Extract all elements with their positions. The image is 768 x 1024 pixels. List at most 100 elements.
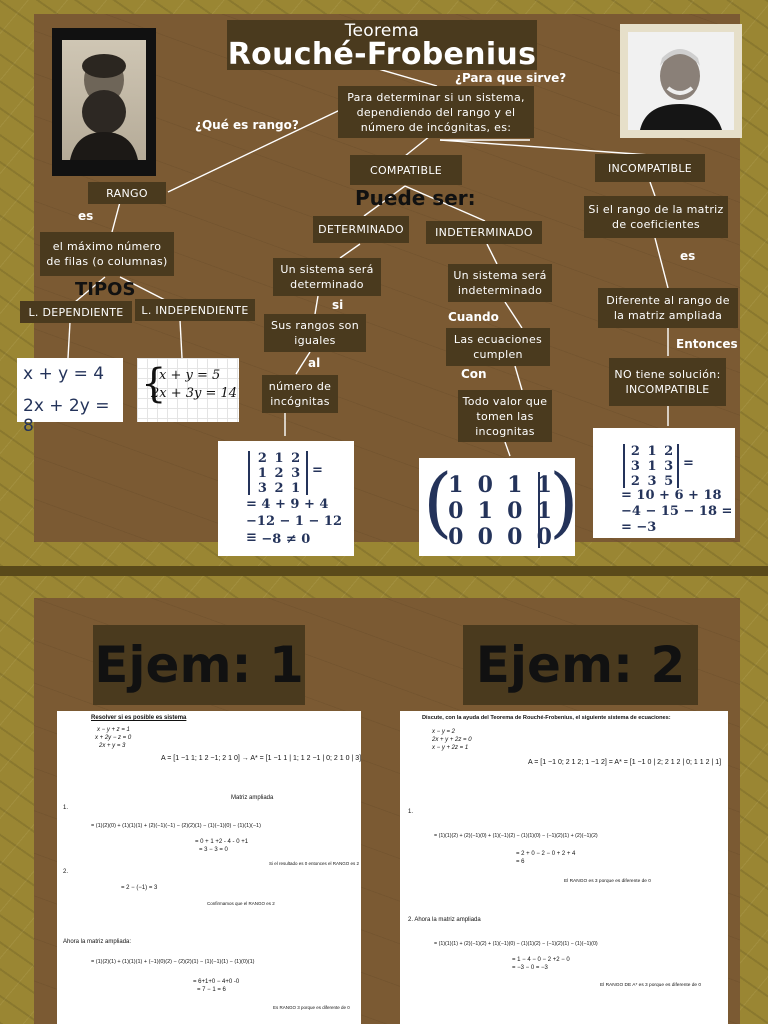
- ejem2-label: Ejem: 2: [463, 625, 698, 705]
- indet-paren-right: ): [549, 457, 579, 546]
- det-bar-right: [306, 451, 308, 495]
- inc-matrix-cell: 1: [647, 444, 657, 459]
- indet-matrix-cell: 0: [477, 524, 493, 550]
- puede-ser-label: Puede ser:: [355, 186, 476, 210]
- indet-desc-box: Un sistema será indeterminado: [448, 264, 552, 302]
- title-box: Teorema Rouché-Frobenius: [227, 20, 537, 70]
- inc-eq-sign: =: [683, 456, 694, 471]
- ejem2-calc-2: = (1)(1)(1) + (2)(−1)(2) + (1)(−1)(0) − …: [434, 941, 598, 947]
- page-separator: [0, 566, 768, 576]
- ejem2-calc-1b: = 2 + 0 − 2 − 0 + 2 + 4: [516, 851, 576, 857]
- title-big: Rouché-Frobenius: [227, 37, 537, 72]
- purpose-box: Para determinar si un sistema, dependien…: [338, 86, 534, 138]
- det-rangos-box: Sus rangos son iguales: [264, 314, 366, 352]
- tipos-label: TIPOS: [75, 279, 136, 300]
- incompatible-desc-box: Si el rango de la matriz de coeficientes: [584, 196, 728, 238]
- ejem1-ampliada: Matriz ampliada: [231, 795, 274, 801]
- inc-calc-2: −4 − 15 − 18 =: [621, 504, 733, 519]
- inc-calc-1: = 10 + 6 + 18: [621, 488, 722, 503]
- ejem1-step-2: 2.: [63, 869, 69, 875]
- connector-lines: [67, 67, 669, 457]
- ejem2-note-1: El RANGO es 3 porque es diferente de 0: [564, 879, 651, 884]
- ejem1-calc-2: = 2 − (−1) = 3: [121, 885, 158, 891]
- det-matrix-cell: 3: [257, 481, 267, 496]
- title-small: Teorema: [344, 21, 420, 41]
- si-label: si: [332, 298, 344, 312]
- det-matrix-cell: 2: [291, 451, 301, 466]
- ejem1-sys-3: 2x + y = 3: [99, 743, 126, 749]
- det-incognitas-box: número de incógnitas: [262, 375, 338, 413]
- indep-eq-1: x + y = 5: [159, 368, 221, 383]
- det-matrix-cell: 2: [257, 451, 267, 466]
- ejem2-sys-1: x − y = 2: [432, 729, 456, 735]
- inc-calc-3: = −3: [621, 520, 657, 535]
- det-matrix-cell: 1: [257, 466, 267, 481]
- ejem1-label: Ejem: 1: [93, 625, 305, 705]
- ejem1-calc-3c: = 7 − 1 = 6: [197, 987, 226, 993]
- indet-matrix-cell: 1: [448, 472, 464, 498]
- dep-eq-1: x + y = 4: [23, 364, 105, 384]
- determinado-box: DETERMINADO: [313, 216, 409, 243]
- ejem1-document: Resolver si es posible es sistema x − y …: [57, 711, 361, 1024]
- indet-matrix-cell: 1: [477, 498, 493, 524]
- ejem1-calc-3: = (1)(2)(1) + (1)(1)(1) + (−1)(0)(2) − (…: [91, 959, 255, 965]
- indet-matrix-cell: 0: [448, 524, 464, 550]
- rouche-portrait: [52, 28, 156, 176]
- compatible-box: COMPATIBLE: [350, 155, 462, 185]
- rango-box: RANGO: [88, 182, 166, 204]
- ejem1-sys-1: x − y + z = 1: [97, 727, 130, 733]
- frobenius-portrait: [620, 24, 742, 138]
- det-calc-1: = 4 + 9 + 4: [246, 497, 329, 512]
- ejem1-heading: Resolver si es posible es sistema: [91, 715, 187, 721]
- inc-matrix-cell: 2: [630, 444, 640, 459]
- indep-eq-2: 2x + 3y = 14: [151, 386, 238, 401]
- ejem1-step-1: 1.: [63, 805, 69, 811]
- ejem2-calc-2b: = 1 − 4 − 0 − 2 +2 − 0: [512, 957, 570, 963]
- ejem1-note-2: Confirmamos que el RANGO es 2: [207, 901, 275, 906]
- con-label: Con: [461, 367, 487, 381]
- det-matrix-cell: 1: [291, 481, 301, 496]
- ejem1-calc-1c: = 3 − 3 = 0: [199, 847, 228, 853]
- dependiente-example: x + y = 4 2x + 2y = 8: [17, 358, 123, 436]
- det-calc-3: = −8 ≠ 0: [246, 532, 311, 547]
- diferente-box: Diferente al rango de la matriz ampliada: [598, 288, 738, 328]
- inc-matrix-cell: 2: [664, 444, 674, 459]
- indet-matrix-cell: 0: [507, 524, 523, 550]
- indet-cumplen-box: Las ecuaciones cumplen: [446, 328, 550, 366]
- ejem2-step-1: 1.: [408, 809, 414, 815]
- indet-matrix-cell: 1: [536, 498, 552, 524]
- inc-bar-right: [677, 444, 679, 488]
- portrait-drawing-2: [640, 49, 722, 130]
- indet-bar: [538, 472, 540, 548]
- indet-valor-box: Todo valor que tomen las incognitas: [458, 390, 552, 442]
- rango-def-box: el máximo número de filas (o columnas): [40, 232, 174, 276]
- inc-matrix-cell: 3: [664, 459, 674, 474]
- ejem1-matrix-a: A = [1 −1 1; 1 2 −1; 2 1 0] → A* = [1 −1…: [161, 755, 362, 762]
- indet-matrix-cell: 0: [507, 498, 523, 524]
- ejem2-document: Discute, con la ayuda del Teorema de Rou…: [400, 711, 728, 1024]
- inc-matrix-cell: 3: [630, 459, 640, 474]
- det-calc-2: −12 − 1 − 12 =: [246, 514, 343, 544]
- ejem1-calc-3b: = 6+1+0 − 4+0 -0: [193, 979, 240, 985]
- rango-es-label: es: [78, 209, 94, 223]
- det-matrix-cell: 1: [274, 451, 284, 466]
- indet-matrix-cell: 1: [507, 472, 523, 498]
- det-matrix-cell: 2: [274, 481, 284, 496]
- dep-eq-2: 2x + 2y = 8: [23, 396, 110, 436]
- ejem2-note-2: El RANGO DE A* es 3 porque es diferente …: [600, 983, 702, 988]
- ejem2-calc-1: = (1)(1)(2) + (2)(−1)(0) + (1)(−1)(2) − …: [434, 833, 598, 839]
- ejem1-sys-2: x + 2y − z = 0: [95, 735, 132, 741]
- ejem1-calc-1: = (1)(2)(0) + (1)(1)(1) + (2)(−1)(−1) − …: [91, 823, 261, 829]
- ejem2-step-2: 2. Ahora la matriz ampliada: [408, 917, 481, 923]
- det-matrix-cell: 3: [291, 466, 301, 481]
